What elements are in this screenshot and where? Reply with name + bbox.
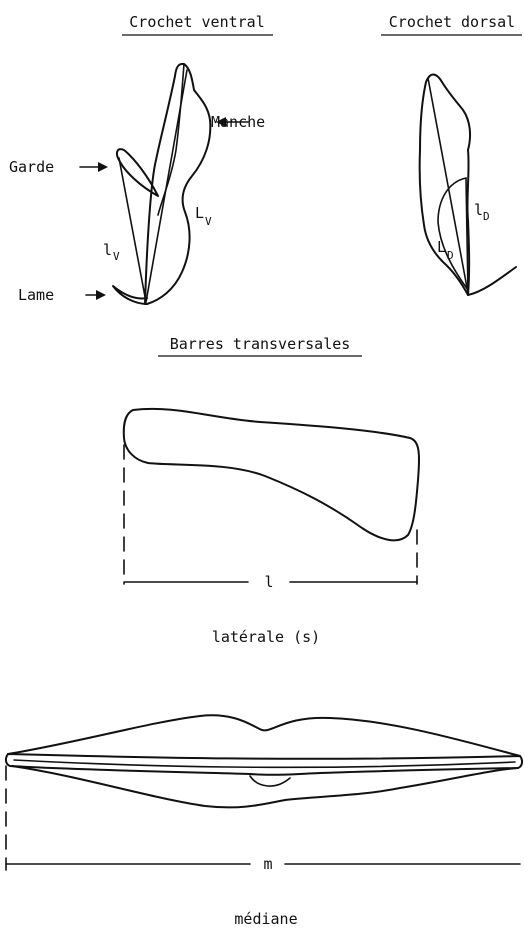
arrow-lame-head-icon <box>96 290 106 300</box>
dorsal-hook-drawing <box>418 73 517 296</box>
median-bar-caption: médiane <box>234 910 297 928</box>
ventral-hook-outline <box>144 62 212 305</box>
median-bar-center-notch <box>249 775 291 787</box>
lateral-bar-caption: latérale (s) <box>212 628 320 646</box>
median-bar-upper-lobe <box>7 714 521 757</box>
dorsal-lD-measure-line <box>465 177 469 294</box>
arrow-manche-head-icon <box>216 117 226 127</box>
dorsal-LD-measure-line <box>427 77 469 294</box>
label-lD: l <box>474 201 483 219</box>
label-LV-subscript: V <box>205 215 212 228</box>
ventral-hook-shaft <box>157 63 185 216</box>
median-bar-drawing <box>4 714 524 809</box>
label-LV: L <box>195 204 204 222</box>
label-lV-subscript: V <box>113 250 120 263</box>
lateral-bar-outline <box>122 407 420 542</box>
label-lV: l <box>103 241 112 259</box>
ventral-hook-blade <box>112 285 148 305</box>
arrow-garde-head-icon <box>98 162 108 172</box>
dorsal-hook-point <box>467 266 517 296</box>
median-bar-central-band <box>4 753 524 776</box>
median-bar-inner-line <box>13 759 516 769</box>
median-bar-lower-lobe <box>11 765 519 809</box>
label-LD: L <box>437 238 446 256</box>
heading-barres-transversales: Barres transversales <box>170 335 351 353</box>
heading-crochet-ventral: Crochet ventral <box>129 13 264 31</box>
ventral-hook-drawing <box>112 62 212 305</box>
label-garde: Garde <box>9 158 54 176</box>
label-lD-subscript: D <box>483 210 490 223</box>
label-LD-subscript: D <box>447 249 454 262</box>
ventral-lV-measure-line <box>118 157 147 303</box>
ventral-LV-measure-line <box>145 69 188 303</box>
ventral-hook-guard <box>115 148 159 197</box>
label-lame: Lame <box>18 286 54 304</box>
dorsal-hook-inner-curve <box>437 177 469 291</box>
lateral-bar-dimension-label: l <box>264 573 273 591</box>
heading-crochet-dorsal: Crochet dorsal <box>389 13 515 31</box>
dorsal-hook-outline <box>418 73 472 296</box>
median-bar-dimension-label: m <box>263 855 272 873</box>
